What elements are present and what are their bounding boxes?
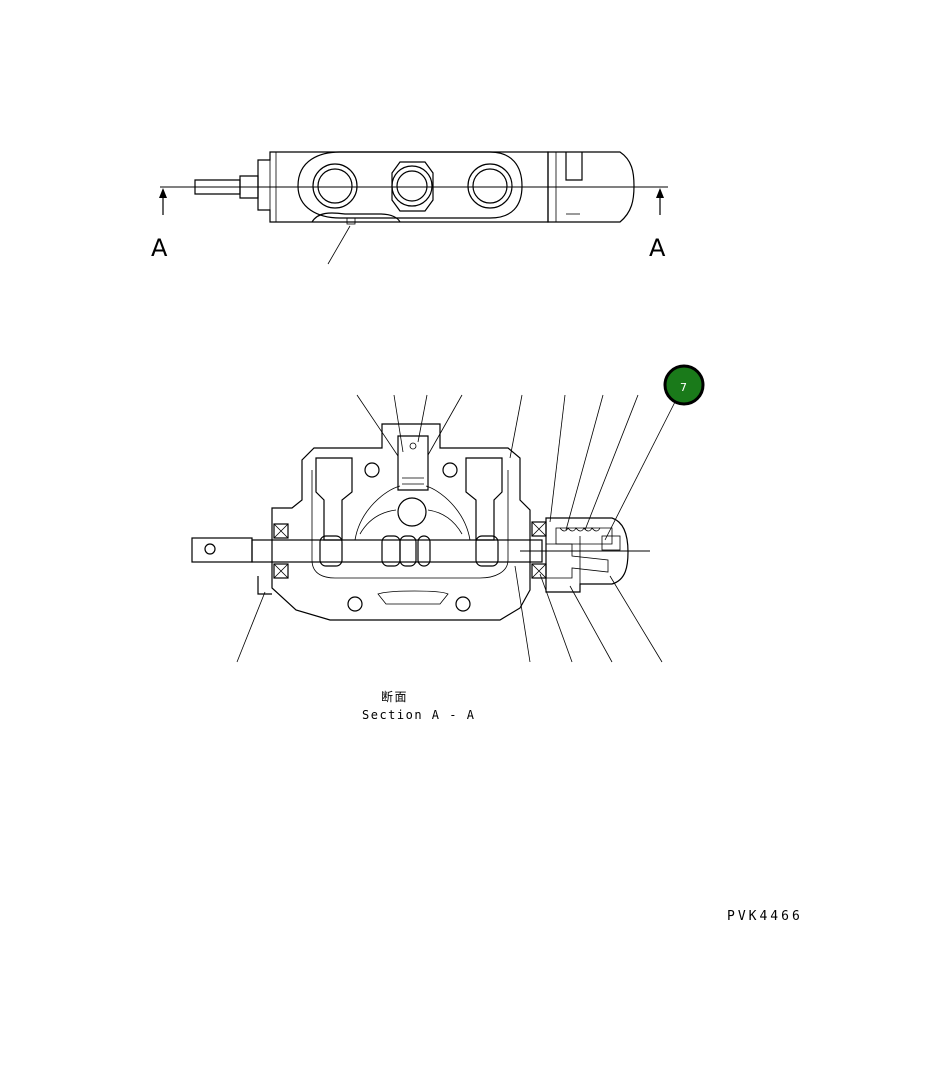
section-marker-right: A xyxy=(649,234,666,262)
drawing-code: PVK4466 xyxy=(727,909,803,924)
section-marker-left: A xyxy=(151,234,168,262)
caption-en: Section A - A xyxy=(362,708,475,722)
callout-circle xyxy=(663,364,705,406)
callout-badge[interactable]: 7 xyxy=(663,364,705,406)
caption-jp: 断面 xyxy=(381,689,408,704)
callout-number: 7 xyxy=(680,381,687,394)
top-view xyxy=(159,151,668,265)
section-view xyxy=(191,394,678,663)
